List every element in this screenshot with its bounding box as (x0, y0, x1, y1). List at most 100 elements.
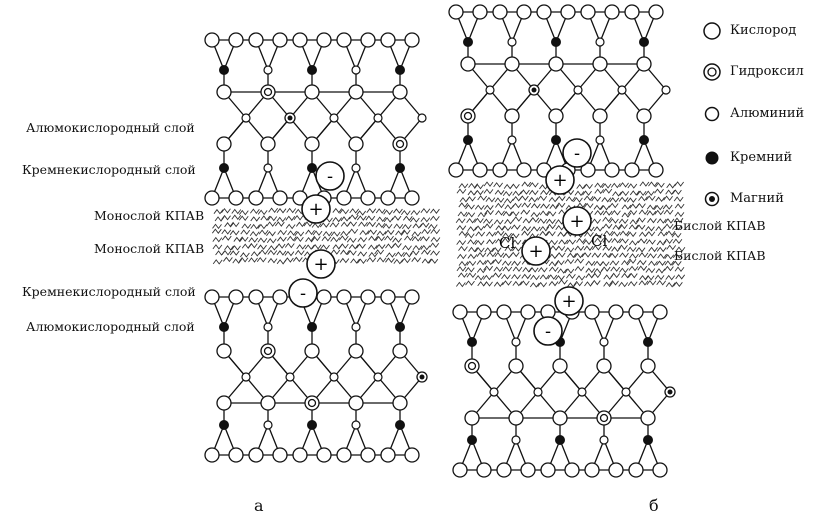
surfactant-chain (347, 221, 358, 227)
surfactant-chain (645, 225, 655, 232)
surfactant-chain (537, 266, 548, 273)
oxygen-atom (504, 108, 520, 124)
surfactant-chain (663, 195, 673, 202)
oxygen-atom (348, 343, 364, 359)
surfactant-chain (475, 231, 486, 237)
surfactant-chain (672, 238, 683, 245)
oxygen-atom (652, 304, 668, 320)
surfactant-chain (529, 217, 540, 223)
surfactant-chain (257, 223, 268, 230)
surfactant-chain (665, 189, 675, 195)
oxygen-atom (392, 84, 408, 100)
aluminium-atom (285, 372, 295, 382)
oxygen-atom (580, 4, 596, 20)
surfactant-chain (458, 230, 469, 237)
surfactant-chain (312, 230, 323, 236)
surfactant-chain (502, 280, 512, 286)
surfactant-chain (467, 239, 477, 245)
oxygen-atom (508, 410, 524, 426)
surfactant-chain (502, 190, 513, 197)
surfactant-chain (656, 280, 667, 286)
surfactant-chain (583, 183, 593, 190)
surfactant-chain (486, 239, 496, 245)
aluminium-atom (241, 113, 251, 123)
surfactant-chain (329, 222, 340, 228)
surfactant-chain (474, 189, 484, 196)
surfactant-chain (583, 245, 594, 251)
surfactant-chain (494, 189, 505, 196)
oxygen-atom (516, 4, 532, 20)
surfactant-chain (493, 281, 504, 288)
oxygen-atom (608, 304, 624, 320)
surfactant-chain (258, 229, 269, 236)
surfactant-chain (212, 223, 222, 230)
surfactant-chain (305, 229, 315, 235)
surfactant-chain (638, 280, 649, 286)
surfactant-chain (466, 260, 477, 267)
surfactant-chain (645, 267, 656, 274)
surfactant-chain (339, 208, 350, 215)
surfactant-chain (429, 242, 440, 249)
surfactant-chain (591, 252, 602, 258)
surfactant-chain (292, 256, 303, 263)
surfactant-chain (629, 219, 640, 225)
surfactant-chain (638, 195, 648, 202)
surfactant-chain (249, 208, 260, 214)
surfactant-chain (338, 243, 349, 249)
surfactant-chain (558, 239, 569, 245)
surfactant-chain (618, 244, 628, 251)
aluminium-atom (573, 85, 583, 95)
surfactant-chain (567, 282, 577, 288)
surfactant-chain (322, 230, 333, 237)
aluminium-atom (373, 113, 383, 123)
surfactant-chain (383, 217, 394, 223)
surfactant-chain (213, 208, 224, 215)
silicon-atom (639, 37, 649, 47)
surfactant-chain (591, 272, 602, 279)
surfactant-chain (611, 237, 622, 244)
surfactant-chain (212, 236, 223, 243)
surfactant-chain (657, 253, 668, 259)
surfactant-chain (266, 221, 277, 227)
surfactant-chain (602, 245, 613, 252)
surfactant-chain (474, 225, 485, 231)
oxygen-atom (472, 4, 488, 20)
surfactant-chain (612, 191, 622, 197)
oxygen-atom (336, 447, 352, 463)
surfactant-chain (520, 209, 531, 215)
oxygen-atom (604, 4, 620, 20)
oxygen-atom (216, 84, 232, 100)
surfactant-chain (548, 239, 559, 246)
surfactant-chain (266, 230, 276, 237)
surfactant-chain (530, 203, 541, 209)
surfactant-chain (521, 202, 532, 208)
surfactant-chain (528, 182, 539, 188)
surfactant-chain (458, 182, 469, 189)
surfactant-chain (609, 260, 620, 266)
surfactant-chain (456, 188, 467, 195)
surfactant-chain (639, 181, 650, 187)
surfactant-chain (635, 246, 646, 253)
hydroxyl-group-inner (263, 346, 273, 356)
surfactant-chain (276, 207, 287, 214)
surfactant-chain (385, 257, 395, 264)
surfactant-chain (393, 258, 404, 265)
oxygen-atom (492, 162, 508, 178)
surfactant-chain (393, 208, 403, 214)
surfactant-chain (366, 207, 377, 214)
surfactant-chain (467, 253, 478, 260)
surfactant-chain (257, 237, 268, 243)
surfactant-chain (340, 216, 351, 222)
oxygen-atom (636, 108, 652, 124)
surfactant-chain (502, 232, 512, 238)
surfactant-chain (357, 251, 368, 257)
surfactant-chain (621, 260, 631, 266)
oxygen-atom (592, 108, 608, 124)
surfactant-chain (537, 218, 548, 224)
surfactant-chain (303, 221, 314, 227)
legend-symbols (703, 22, 721, 207)
oxygen-atom (548, 108, 564, 124)
hydroxyl-group-inner (307, 398, 317, 408)
surfactant-chain (662, 204, 673, 210)
surfactant-chain (457, 211, 468, 217)
